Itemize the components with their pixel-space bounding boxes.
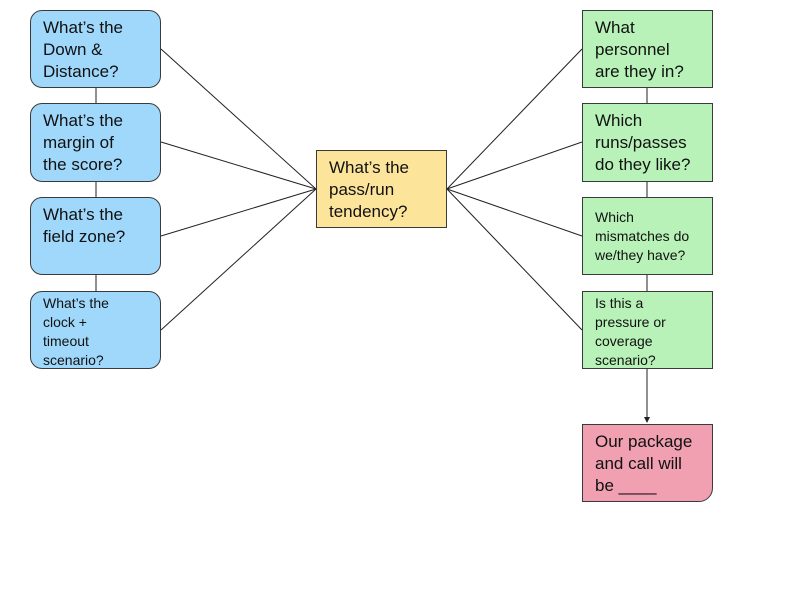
fan-left-3 xyxy=(160,188,317,237)
score-margin-node: What’s the margin of the score? xyxy=(30,103,161,182)
down-distance-node: What’s the Down & Distance? xyxy=(30,10,161,88)
fan-right-1 xyxy=(446,48,583,190)
clock-timeout-node: What’s the clock + timeout scenario? xyxy=(30,291,161,369)
pressure-coverage-node: Is this a pressure or coverage scenario? xyxy=(582,291,713,369)
personnel-node: What personnel are they in? xyxy=(582,10,713,88)
fan-right-4 xyxy=(446,188,583,331)
field-zone-node: What’s the field zone? xyxy=(30,197,161,275)
field-zone-label: What’s the field zone? xyxy=(43,205,126,247)
score-margin-label: What’s the margin of the score? xyxy=(43,111,124,175)
fan-left-1 xyxy=(160,48,317,190)
down-distance-label: What’s the Down & Distance? xyxy=(43,18,124,82)
clock-timeout-label: What’s the clock + timeout scenario? xyxy=(43,295,109,368)
runs-passes-label: Which runs/passes do they like? xyxy=(595,111,691,175)
runs-passes-node: Which runs/passes do they like? xyxy=(582,103,713,182)
fan-right-2 xyxy=(446,141,583,190)
pass-run-tendency-label: What’s the pass/run tendency? xyxy=(329,158,410,222)
pressure-coverage-label: Is this a pressure or coverage scenario? xyxy=(595,295,666,368)
mismatches-label: Which mismatches do we/they have? xyxy=(595,209,690,263)
personnel-label: What personnel are they in? xyxy=(595,18,684,82)
fan-left-4 xyxy=(160,188,317,331)
mismatches-node: Which mismatches do we/they have? xyxy=(582,197,713,275)
package-call-label: Our package and call will be ____ xyxy=(595,432,693,496)
fan-left-2 xyxy=(160,141,317,190)
fan-right-3 xyxy=(446,188,583,237)
package-call-node: Our package and call will be ____ xyxy=(582,424,713,502)
pass-run-tendency-node: What’s the pass/run tendency? xyxy=(316,150,447,228)
